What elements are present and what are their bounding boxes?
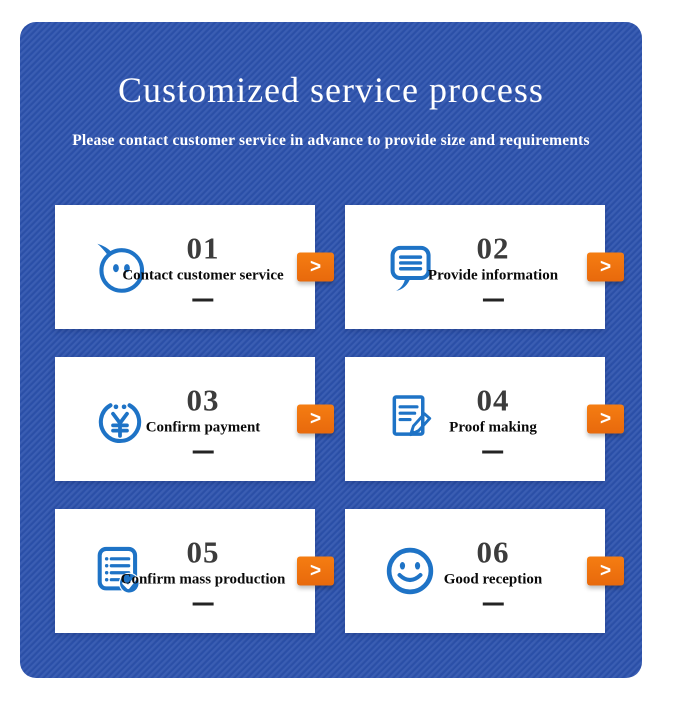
- step-arrow-button[interactable]: >: [297, 252, 334, 282]
- step-number: 01: [186, 230, 220, 266]
- step-dash: [192, 450, 214, 454]
- page-subtitle: Please contact customer service in advan…: [72, 132, 590, 149]
- step-card-4: 04 Proof making >: [345, 357, 624, 481]
- step-label: Contact customer service: [122, 267, 284, 284]
- step-dash: [192, 298, 214, 302]
- step-label: Good reception: [443, 571, 543, 588]
- step-label: Confirm payment: [145, 419, 261, 436]
- steps-grid: 01 Contact customer service > 02 Provide…: [55, 205, 624, 633]
- step-arrow-button[interactable]: >: [587, 404, 624, 434]
- step-label: Proof making: [449, 419, 537, 436]
- checklist-check-icon: [91, 542, 149, 600]
- step-number: 02: [476, 230, 510, 266]
- step-dash: [482, 602, 504, 606]
- step-arrow-button[interactable]: >: [587, 252, 624, 282]
- yen-coin-icon: [91, 390, 149, 448]
- step-card-3: 03 Confirm payment >: [55, 357, 334, 481]
- step-label: Confirm mass production: [120, 571, 286, 588]
- step-number: 03: [186, 382, 220, 418]
- smiley-face-icon: [381, 542, 439, 600]
- process-panel: Customized service process Please contac…: [20, 22, 642, 678]
- step-arrow-button[interactable]: >: [587, 556, 624, 586]
- step-arrow-button[interactable]: >: [297, 556, 334, 586]
- step-number: 06: [476, 534, 510, 570]
- chat-face-icon: [91, 238, 149, 296]
- step-content: 05 Confirm mass production: [120, 534, 286, 606]
- step-content: 02 Provide information: [428, 233, 558, 302]
- step-card-6: 06 Good reception >: [345, 509, 624, 633]
- step-dash: [482, 298, 504, 302]
- panel-header: Customized service process Please contac…: [20, 69, 642, 150]
- step-arrow-button[interactable]: >: [297, 404, 334, 434]
- step-card-2: 02 Provide information >: [345, 205, 624, 329]
- step-number: 04: [476, 382, 510, 418]
- step-content: 03 Confirm payment: [145, 382, 261, 454]
- step-card-1: 01 Contact customer service >: [55, 205, 334, 329]
- step-dash: [192, 602, 214, 606]
- step-number: 05: [186, 534, 220, 570]
- message-lines-icon: [381, 238, 439, 296]
- step-label: Provide information: [427, 267, 559, 284]
- step-dash: [482, 450, 504, 454]
- step-content: 01 Contact customer service: [122, 230, 284, 302]
- step-content: 04 Proof making: [449, 385, 537, 454]
- step-content: 06 Good reception: [444, 537, 542, 606]
- document-pencil-icon: [381, 390, 439, 448]
- page-title: Customized service process: [118, 70, 544, 110]
- step-card-5: 05 Confirm mass production >: [55, 509, 334, 633]
